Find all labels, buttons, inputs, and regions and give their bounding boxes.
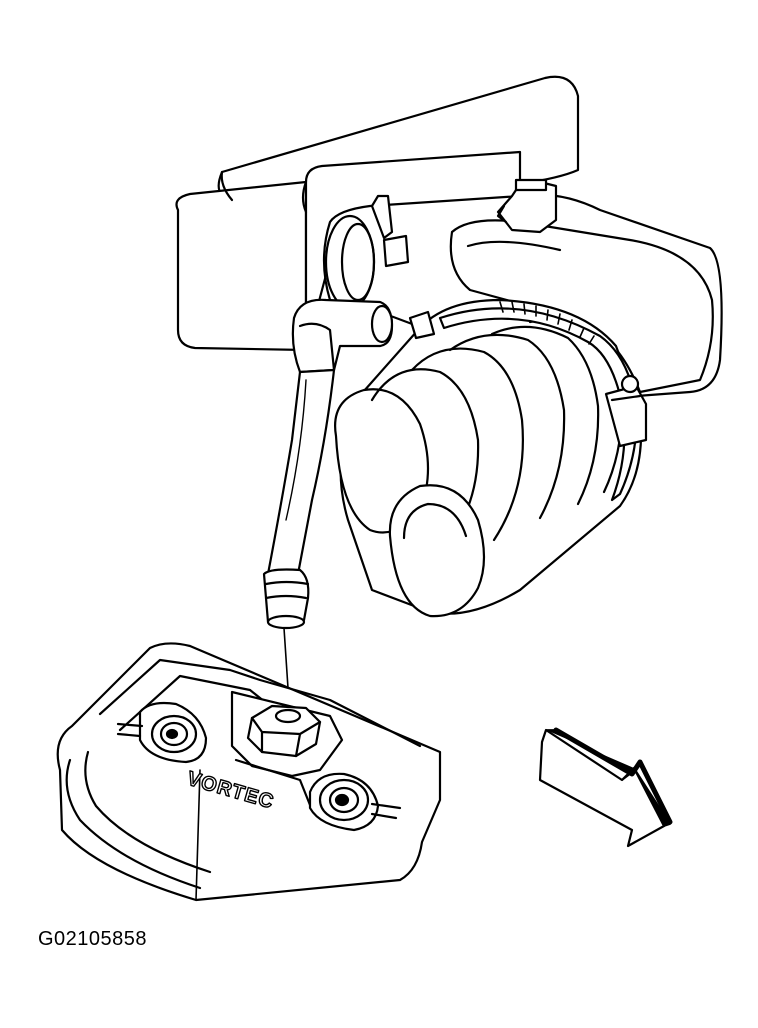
valve-cover: VORTEC [56, 642, 442, 902]
right-bolt [308, 772, 402, 832]
pcv-grommet [246, 704, 322, 758]
air-inlet-duct [334, 298, 648, 618]
left-bolt [116, 701, 208, 764]
figure-id-label: G02105858 [38, 928, 148, 950]
front-direction-arrow [538, 727, 673, 848]
intake-tube [322, 178, 723, 400]
pcv-hose [262, 298, 436, 719]
